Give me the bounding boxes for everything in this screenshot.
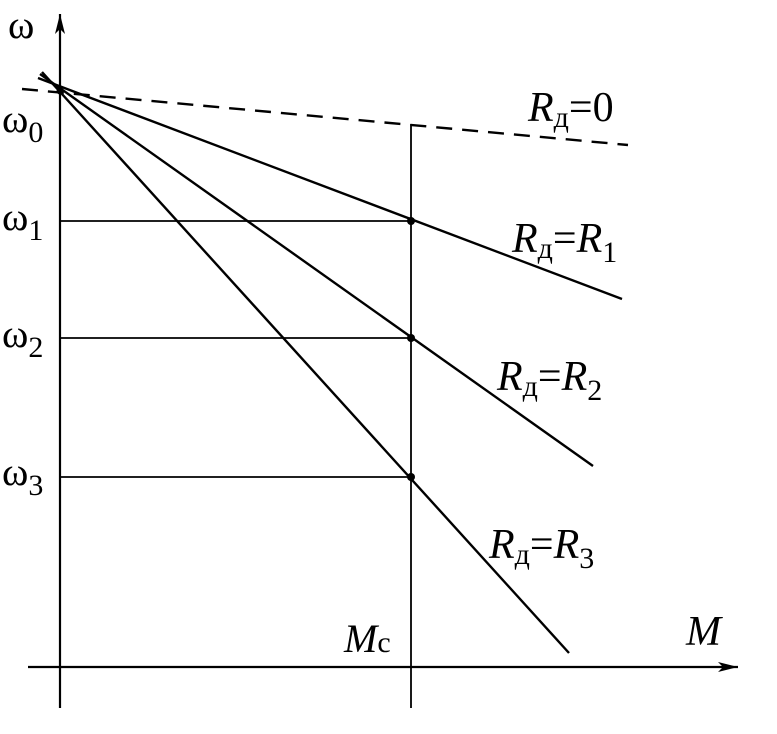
operating-point-omega2: [407, 334, 415, 342]
omega0-label: ω0: [2, 96, 43, 149]
characteristic-line-r2: [39, 73, 594, 467]
characteristic-line-r3: [41, 71, 570, 654]
operating-point-omega1: [407, 217, 415, 225]
operating-point-omega3: [407, 473, 415, 481]
ideal-no-load-point: [56, 87, 64, 95]
characteristic-line-r0: [21, 87, 629, 147]
omega1-label: ω1: [2, 194, 43, 247]
curve-label-r3: Rд=R3: [488, 522, 594, 575]
curve-label-r0: Rд=0: [527, 85, 614, 134]
omega3-label: ω3: [2, 449, 43, 502]
characteristic-line-r1: [37, 76, 623, 301]
y-axis-label: ω: [8, 2, 34, 47]
curve-label-r2: Rд=R2: [496, 354, 602, 407]
omega2-label: ω2: [2, 311, 43, 364]
x-axis-label: M: [685, 609, 723, 655]
curve-label-r1: Rд=R1: [511, 216, 617, 269]
load-torque-label: Mc: [343, 616, 391, 661]
